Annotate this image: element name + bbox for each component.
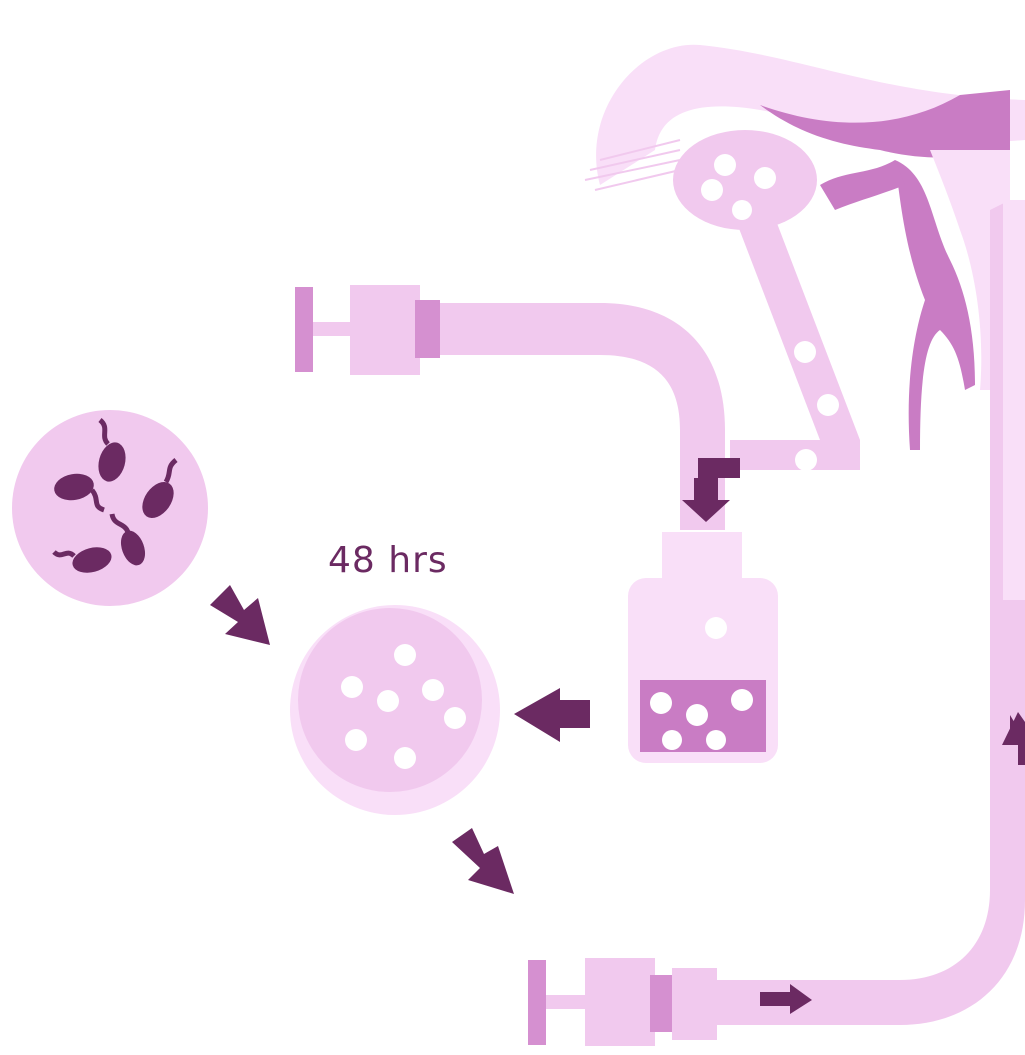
culture-dish	[290, 605, 500, 815]
arrow-diagonal-to-transfer-syringe	[452, 828, 514, 894]
sperm-dish	[12, 410, 208, 606]
arrow-diagonal-to-culture-dish	[210, 585, 270, 645]
arrow-left-to-culture-dish	[514, 688, 590, 742]
egg-retrieval-syringe	[295, 285, 725, 530]
collection-vial	[628, 532, 778, 763]
incubation-time-label: 48 hrs	[328, 540, 448, 581]
